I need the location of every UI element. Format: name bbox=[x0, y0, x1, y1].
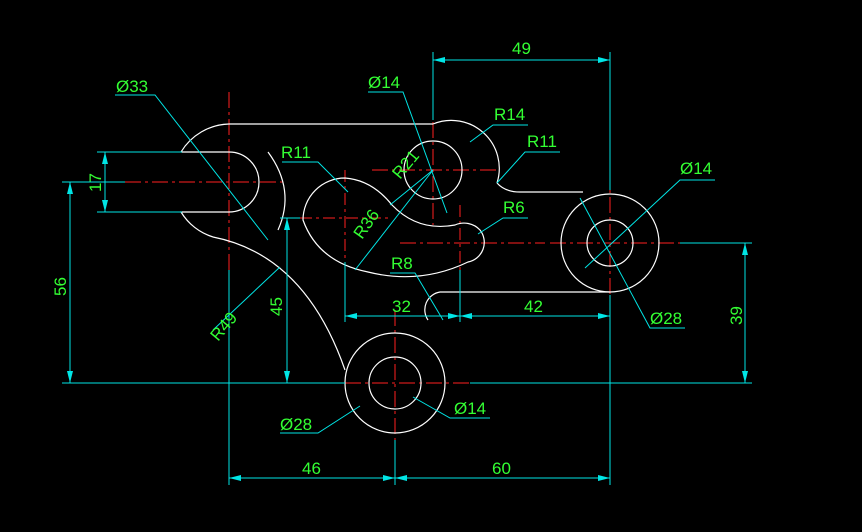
label-45: 45 bbox=[267, 297, 286, 316]
label-d28-bottom: Ø28 bbox=[280, 415, 312, 434]
leader-r8 bbox=[390, 272, 444, 321]
label-d33: Ø33 bbox=[116, 77, 148, 96]
leader-r11-left bbox=[282, 161, 349, 193]
dimension-texts: Ø33 Ø14 R14 R11 R11 R21 R36 R6 R8 Ø14 Ø2… bbox=[51, 39, 746, 478]
label-d14-top: Ø14 bbox=[368, 73, 400, 92]
upper-right-link bbox=[496, 182, 583, 193]
arrowheads bbox=[67, 57, 748, 481]
label-r49: R49 bbox=[207, 308, 242, 344]
label-r8: R8 bbox=[391, 254, 413, 273]
leader-d14-top bbox=[368, 91, 448, 214]
label-r36: R36 bbox=[350, 206, 383, 242]
left-web-curve bbox=[267, 151, 286, 231]
leader-r49 bbox=[212, 266, 281, 331]
arrow-46-right bbox=[383, 475, 395, 481]
leader-d28-right bbox=[579, 197, 685, 329]
bottom-boss-hole bbox=[368, 356, 422, 410]
arrow-45-top bbox=[284, 218, 290, 230]
leader-r6 bbox=[477, 217, 528, 235]
label-r11-top: R11 bbox=[527, 132, 557, 151]
arrow-17-top bbox=[102, 152, 108, 164]
arrow-45-bottom bbox=[284, 371, 290, 383]
leader-r36 bbox=[354, 169, 434, 271]
label-r14: R14 bbox=[494, 105, 525, 124]
right-boss-hole bbox=[586, 219, 634, 267]
label-42: 42 bbox=[524, 297, 543, 316]
leader-d28-bottom bbox=[280, 405, 361, 434]
label-49: 49 bbox=[512, 39, 531, 58]
arrow-49-right bbox=[598, 57, 610, 63]
arrow-56-bottom bbox=[67, 371, 73, 383]
arrow-32-right bbox=[448, 313, 460, 319]
leader-d14-right bbox=[584, 179, 715, 269]
arrow-60-right bbox=[598, 475, 610, 481]
label-r6: R6 bbox=[503, 198, 525, 217]
leader-r11-top bbox=[496, 151, 560, 184]
top-hole bbox=[403, 140, 463, 200]
leader-d33 bbox=[115, 94, 269, 241]
label-60: 60 bbox=[492, 459, 511, 478]
part-geometry bbox=[179, 119, 660, 434]
label-17: 17 bbox=[86, 173, 105, 192]
r49-arc bbox=[212, 236, 346, 371]
label-d14-bottom: Ø14 bbox=[454, 399, 486, 418]
arrow-17-bottom bbox=[102, 200, 108, 212]
label-56: 56 bbox=[51, 277, 70, 296]
arrow-42-left bbox=[460, 313, 472, 319]
arrow-39-top bbox=[742, 243, 748, 255]
arrow-42-right bbox=[598, 313, 610, 319]
leader-d14-bottom bbox=[412, 396, 490, 419]
label-r21: R21 bbox=[389, 146, 424, 182]
leader-r21 bbox=[389, 169, 434, 206]
arrow-60-left bbox=[395, 475, 407, 481]
label-d28-right: Ø28 bbox=[650, 309, 682, 328]
top-hub-arc bbox=[432, 119, 500, 184]
arrow-46-left bbox=[229, 475, 241, 481]
arrow-49-left bbox=[433, 57, 445, 63]
arrow-56-top bbox=[67, 182, 73, 194]
label-32: 32 bbox=[392, 297, 411, 316]
arrow-32-left bbox=[345, 313, 357, 319]
label-46: 46 bbox=[302, 459, 321, 478]
label-r11-left: R11 bbox=[281, 143, 311, 162]
label-d14-right: Ø14 bbox=[680, 159, 712, 178]
left-lug-outline bbox=[179, 123, 260, 238]
dimension-lines bbox=[62, 52, 752, 485]
leader-r14 bbox=[469, 124, 528, 143]
label-39: 39 bbox=[727, 306, 746, 325]
inner-slot bbox=[302, 177, 485, 278]
arrow-39-bottom bbox=[742, 371, 748, 383]
